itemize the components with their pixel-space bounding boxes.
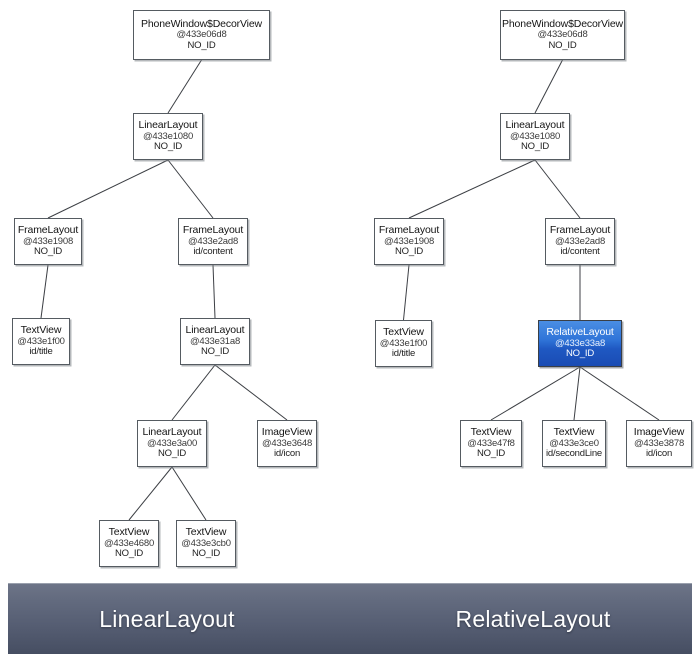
node-class-name: LinearLayout [138,119,198,131]
node-hash-id: @433e06d8 [176,29,227,41]
node-resource-id: NO_ID [114,548,144,560]
node-resource-id: id/secondLine [545,448,603,460]
node-hash-id: @433e1f00 [379,337,428,349]
tree-edge [212,264,216,319]
node-resource-id: id/icon [273,448,301,460]
node-hash-id: @433e1080 [142,130,194,142]
node-class-name: LinearLayout [142,426,202,438]
node-resource-id: NO_ID [157,448,187,460]
node-class-name: TextView [20,324,62,336]
caption-bar: LinearLayout RelativeLayout [8,583,692,654]
tree-edge [408,159,536,219]
node-hash-id: @433e3ce0 [549,437,599,449]
node-hash-id: @433e3cb0 [181,537,231,549]
node-class-name: FrameLayout [378,224,440,236]
node-class-name: LinearLayout [505,119,565,131]
tree-edge [128,466,173,521]
caption-linear-layout: LinearLayout [99,605,235,632]
node-class-name: TextView [383,326,424,338]
node-class-name: ImageView [633,426,685,438]
node-class-name: PhoneWindow$DecorView [141,17,262,30]
node-hash-id: @433e31a8 [189,335,241,347]
node-resource-id: NO_ID [33,246,63,258]
node-class-name: TextView [185,526,227,538]
node-hash-id: @433e3a00 [146,437,198,449]
node-class-name: RelativeLayout [546,326,614,338]
node-resource-id: NO_ID [476,448,506,460]
node-resource-id: id/content [193,246,233,258]
tree-edge [490,366,581,421]
node-class-name: ImageView [261,426,313,438]
node-class-name: TextView [470,426,512,438]
tree-edge [171,466,207,521]
node-hash-id: @433e06d8 [537,29,588,41]
node-resource-id: NO_ID [548,39,577,51]
node-class-name: TextView [553,426,595,438]
node-resource-id: NO_ID [394,246,424,258]
node-class-name: FrameLayout [182,224,244,236]
tree-edge [214,364,288,421]
node-resource-id: NO_ID [200,346,230,358]
tree-edge [573,366,581,421]
node-hash-id: @433e2ad8 [554,235,606,247]
node-class-name: FrameLayout [17,224,79,236]
node-resource-id: id/icon [645,448,673,460]
caption-relative-layout: RelativeLayout [455,605,611,632]
tree-edge [47,159,169,219]
node-hash-id: @433e1908 [22,235,74,247]
tree-edge [167,159,214,219]
node-class-name: TextView [108,526,150,538]
node-hash-id: @433e4680 [103,537,155,549]
node-resource-id: NO_ID [191,548,221,560]
tree-edge [171,364,216,421]
node-resource-id: NO_ID [187,39,216,51]
node-resource-id: NO_ID [520,141,550,153]
node-hash-id: @433e1080 [509,130,561,142]
node-resource-id: id/content [560,246,600,258]
node-hash-id: @433e47f8 [467,437,515,449]
tree-edge [40,264,49,319]
node-class-name: LinearLayout [185,324,245,336]
node-hash-id: @433e3648 [261,437,313,449]
node-hash-id: @433e2ad8 [187,235,239,247]
node-hash-id: @433e33a8 [554,337,606,349]
tree-edge [534,59,563,114]
tree-edge [403,264,410,321]
tree-edges [40,59,660,521]
node-resource-id: NO_ID [153,141,183,153]
node-hash-id: @433e1908 [383,235,435,247]
tree-edge [579,366,660,421]
node-hash-id: @433e3878 [633,437,685,449]
node-class-name: PhoneWindow$DecorView [502,17,623,30]
node-resource-id: NO_ID [565,348,595,360]
tree-edge [167,59,202,114]
node-resource-id: id/title [391,348,416,360]
node-resource-id: id/title [29,346,53,358]
node-class-name: FrameLayout [549,224,611,236]
tree-edge [534,159,581,219]
node-hash-id: @433e1f00 [17,335,65,347]
